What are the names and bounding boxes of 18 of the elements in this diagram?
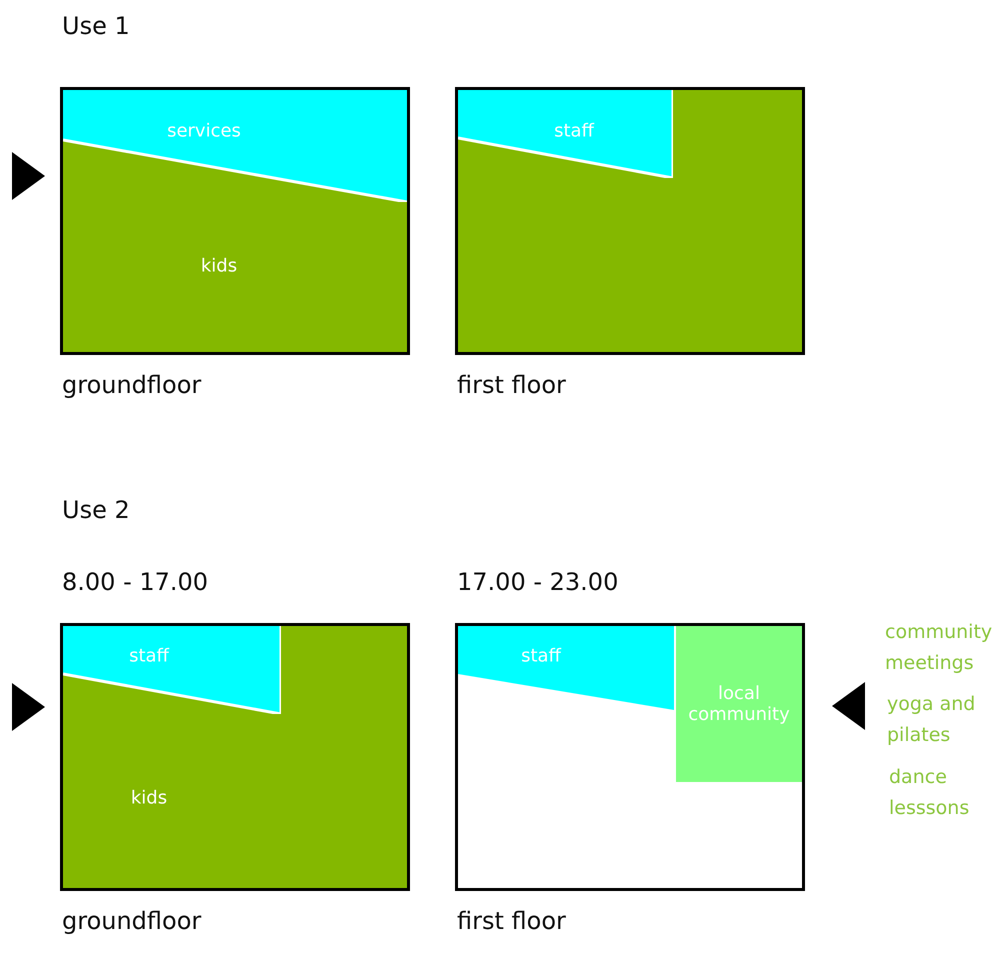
zone-label: kids	[200, 256, 238, 276]
activity-label: community meetings	[885, 620, 994, 676]
zone-label: staff	[129, 646, 169, 666]
zone-label: services	[167, 120, 241, 142]
section-heading: Use 2	[62, 496, 130, 524]
time-label: 8.00 - 17.00	[62, 568, 208, 596]
plan-caption: groundfloor	[62, 371, 202, 399]
plan-caption: first floor	[457, 907, 566, 935]
plan-caption: groundfloor	[62, 907, 202, 935]
activity-label: dance lesssons	[889, 765, 970, 821]
zone-label: kids	[130, 788, 168, 808]
plan-caption: first floor	[457, 371, 566, 399]
section-heading: Use 1	[62, 12, 130, 40]
zone-label: local community	[687, 683, 791, 725]
time-label: 17.00 - 23.00	[457, 568, 618, 596]
zone-label: staff	[554, 120, 594, 142]
activity-label: yoga and pilates	[887, 692, 976, 748]
zone-label: staff	[521, 646, 561, 666]
